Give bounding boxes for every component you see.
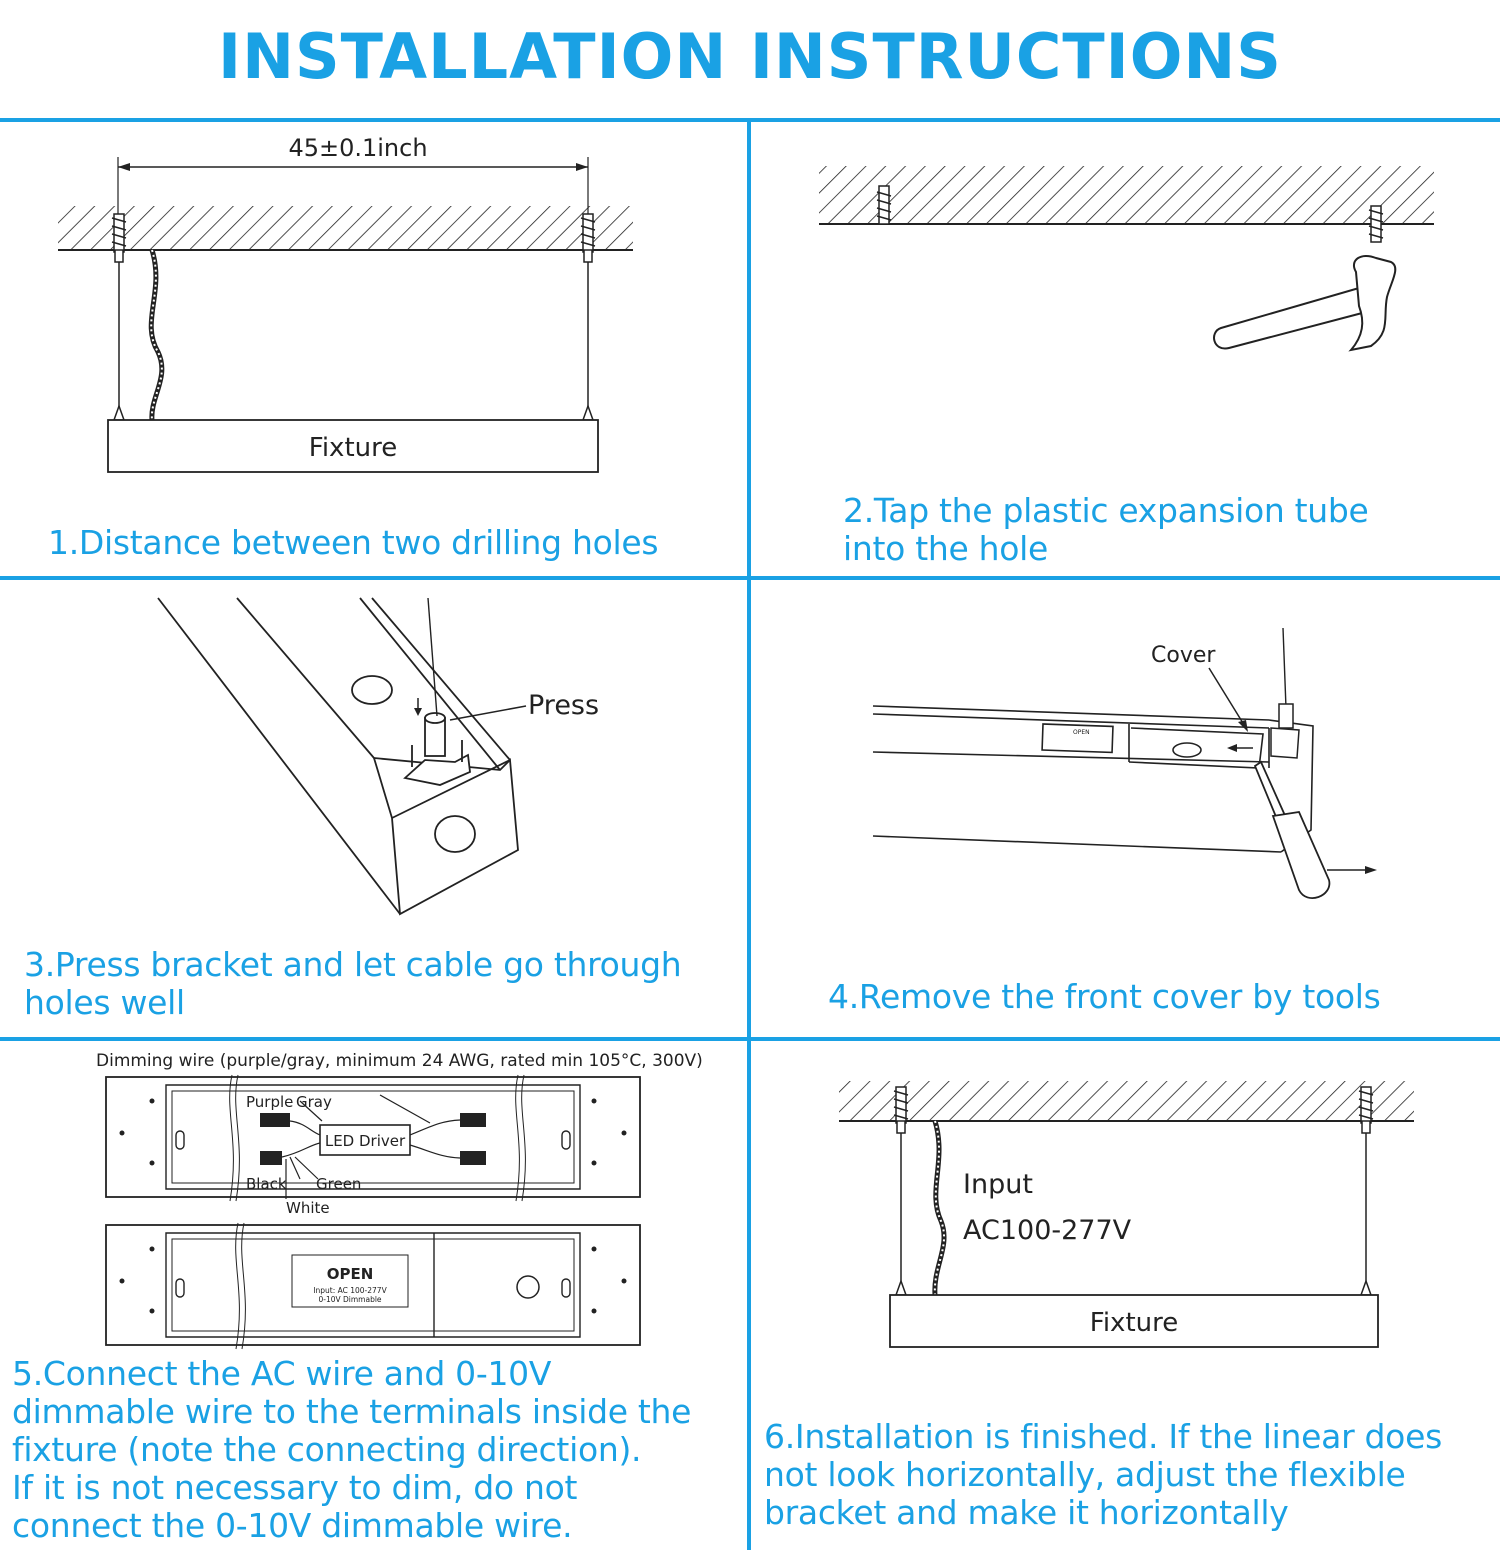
plate-open-label: OPEN [327, 1265, 374, 1283]
fixture [889, 1294, 1379, 1348]
fixture-label: Fixture [309, 433, 397, 463]
cover-open-label: OPEN [1073, 729, 1090, 736]
step1-caption: 1.Distance between two drilling holes [48, 523, 659, 562]
press-label: Press [528, 690, 599, 721]
black-label: Black [246, 1175, 287, 1193]
ceiling [839, 1081, 1414, 1121]
fixture-label: Fixture [1090, 1308, 1178, 1338]
cover-label: Cover [1151, 643, 1216, 668]
step2-caption: 2.Tap the plastic expansion tube into th… [843, 491, 1369, 568]
step2-diagram [819, 166, 1434, 352]
anchor-right [580, 213, 596, 263]
white-label: White [286, 1199, 330, 1217]
anchor-left [893, 1086, 909, 1134]
driver-label: LED Driver [325, 1132, 406, 1150]
hammer-icon [1213, 254, 1397, 352]
input-label: Input [963, 1169, 1033, 1200]
gray-label: Gray [296, 1093, 332, 1111]
step4-diagram: Cover OPEN [872, 627, 1377, 899]
plate-input-label: Input: AC 100-277V [313, 1286, 387, 1295]
dimension-label: 45±0.1inch [288, 134, 427, 162]
plate-dimmable-label: 0-10V Dimmable [318, 1295, 381, 1304]
suspension-cable [427, 597, 438, 717]
ceiling [819, 166, 1434, 224]
anchor-left [111, 213, 127, 263]
step4-caption: 4.Remove the front cover by tools [828, 977, 1381, 1016]
led-driver [319, 1124, 411, 1156]
anchor-right [1358, 1086, 1374, 1134]
step6-diagram: Input AC100-277V Fixture [839, 1081, 1414, 1348]
dimming-note: Dimming wire (purple/gray, minimum 24 AW… [96, 1051, 703, 1071]
step5-diagram: Dimming wire (purple/gray, minimum 24 AW… [96, 1051, 703, 1350]
ceiling [58, 206, 633, 250]
label-plate [291, 1254, 409, 1308]
page-title: INSTALLATION INSTRUCTIONS [218, 20, 1282, 93]
fixture [107, 419, 599, 473]
screwdriver-icon [1253, 760, 1331, 899]
step3-caption: 3.Press bracket and let cable go through… [24, 945, 682, 1022]
step3-diagram: Press [157, 597, 599, 916]
step6-caption: 6.Installation is finished. If the linea… [764, 1417, 1442, 1532]
step5-caption: 5.Connect the AC wire and 0-10V dimmable… [12, 1354, 692, 1545]
step1-diagram: 45±0.1inch Fixture [58, 134, 633, 473]
expansion-tube-right [1368, 205, 1384, 243]
purple-label: Purple [246, 1093, 293, 1111]
green-label: Green [316, 1175, 361, 1193]
expansion-tube-left [876, 185, 892, 225]
voltage-label: AC100-277V [963, 1215, 1132, 1246]
divider-vertical [747, 118, 751, 1550]
